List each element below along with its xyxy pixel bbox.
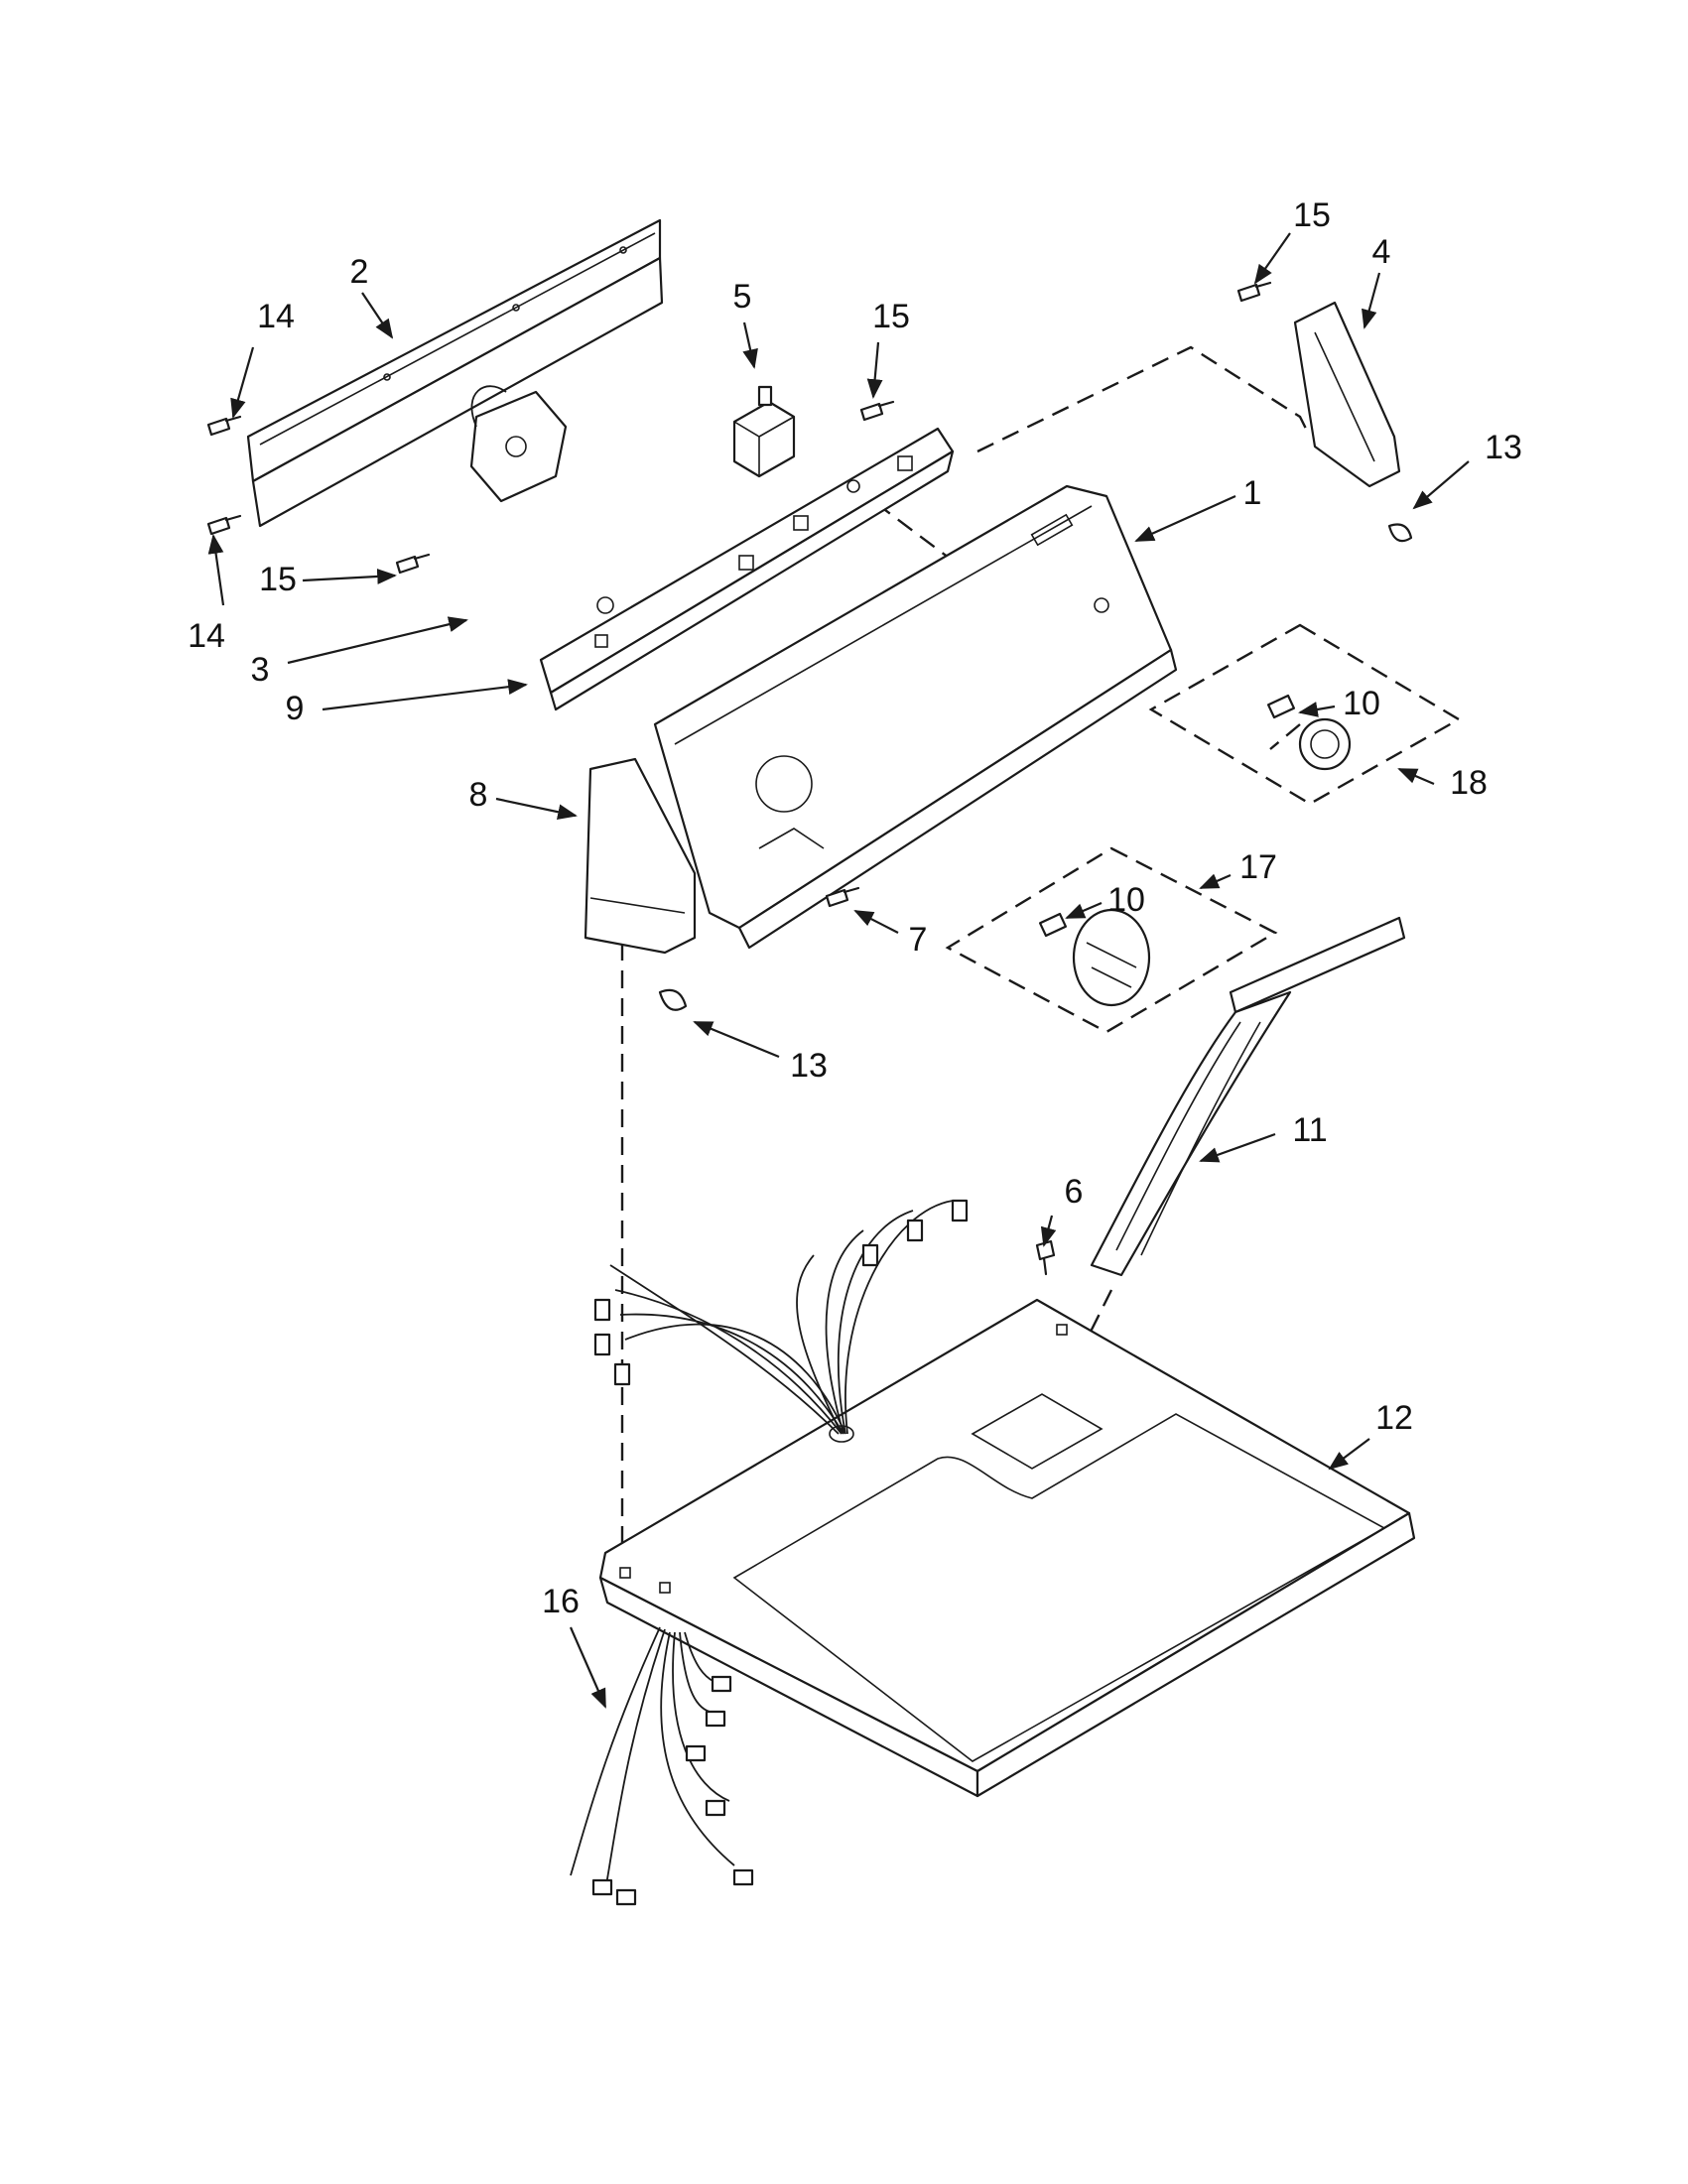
- end-cap-part-8: [584, 757, 697, 955]
- clip-part-10-b: [1038, 912, 1068, 938]
- screw-part-14-a: [206, 415, 242, 437]
- screw-part-15-a: [395, 553, 431, 575]
- callout-16: 16: [542, 1583, 580, 1620]
- module-part-5: [732, 385, 796, 478]
- callout-10-b: 10: [1107, 881, 1145, 919]
- callout-5: 5: [733, 278, 752, 316]
- clip-part-13-a: [1387, 523, 1413, 543]
- callout-6: 6: [1065, 1173, 1084, 1211]
- clip-part-13-b: [658, 988, 688, 1011]
- end-cap-part-4: [1293, 301, 1401, 488]
- screw-part-6: [1035, 1239, 1056, 1276]
- callout-13-b: 13: [790, 1047, 828, 1085]
- back-panel-part-2: [246, 218, 664, 528]
- screw-part-15-b: [859, 400, 895, 422]
- screw-part-15-c: [1236, 281, 1272, 303]
- callout-14-b: 14: [188, 617, 225, 655]
- callout-13-a: 13: [1485, 429, 1522, 466]
- wire-harness-part-16: [570, 1199, 969, 1906]
- knob-part-18: [1298, 717, 1352, 771]
- callout-2: 2: [350, 253, 369, 291]
- callout-15-a: 15: [259, 561, 297, 598]
- callout-11: 11: [1292, 1111, 1327, 1149]
- callout-1: 1: [1243, 474, 1262, 512]
- bracket-part-9: [539, 427, 955, 711]
- callout-14-a: 14: [257, 298, 295, 335]
- callout-10-a: 10: [1343, 685, 1380, 722]
- screw-part-7: [825, 886, 860, 908]
- callout-3: 3: [251, 651, 270, 689]
- callout-12: 12: [1375, 1399, 1413, 1437]
- clip-part-10-a: [1266, 694, 1296, 719]
- callout-17: 17: [1239, 848, 1277, 886]
- callout-7: 7: [909, 921, 928, 959]
- callout-18: 18: [1450, 764, 1488, 802]
- leader-arrows: [207, 232, 1470, 1709]
- switch-part-3: [469, 385, 568, 503]
- top-panel-part-12: [598, 1298, 1416, 1798]
- knob-part-17: [1072, 908, 1151, 1007]
- lint-screen-part-11: [1090, 916, 1406, 1277]
- callout-15-b: 15: [872, 298, 910, 335]
- callout-9: 9: [286, 690, 305, 727]
- callout-labels: 1 2 3 4 5 6 7 8 9 10 10 11 12 13 13 14 1…: [188, 196, 1522, 1620]
- callout-4: 4: [1372, 233, 1391, 271]
- screw-part-14-b: [206, 514, 242, 536]
- callout-15-c: 15: [1293, 196, 1331, 234]
- callout-8: 8: [469, 776, 488, 814]
- console-part-1: [653, 484, 1178, 950]
